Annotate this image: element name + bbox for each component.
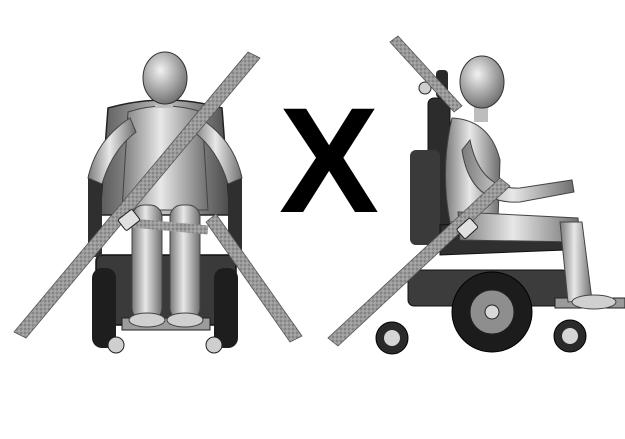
wheel-left bbox=[92, 268, 116, 348]
side-seat-back-pad bbox=[410, 150, 440, 245]
diagonal-belt-side-upper bbox=[390, 36, 462, 112]
front-view-figure bbox=[14, 52, 302, 353]
foot-left bbox=[129, 313, 165, 327]
head bbox=[143, 52, 187, 104]
side-head bbox=[460, 56, 504, 108]
front-caster-hub bbox=[562, 328, 578, 344]
caster-right bbox=[206, 337, 222, 353]
wheel-right bbox=[214, 268, 238, 348]
caster-left bbox=[108, 337, 124, 353]
foot-right bbox=[167, 313, 203, 327]
leg-right bbox=[170, 205, 200, 320]
rear-caster-hub bbox=[384, 330, 400, 346]
drive-wheel-center bbox=[485, 305, 499, 319]
incorrect-x-symbol: X bbox=[279, 76, 379, 244]
side-foot bbox=[572, 295, 616, 309]
